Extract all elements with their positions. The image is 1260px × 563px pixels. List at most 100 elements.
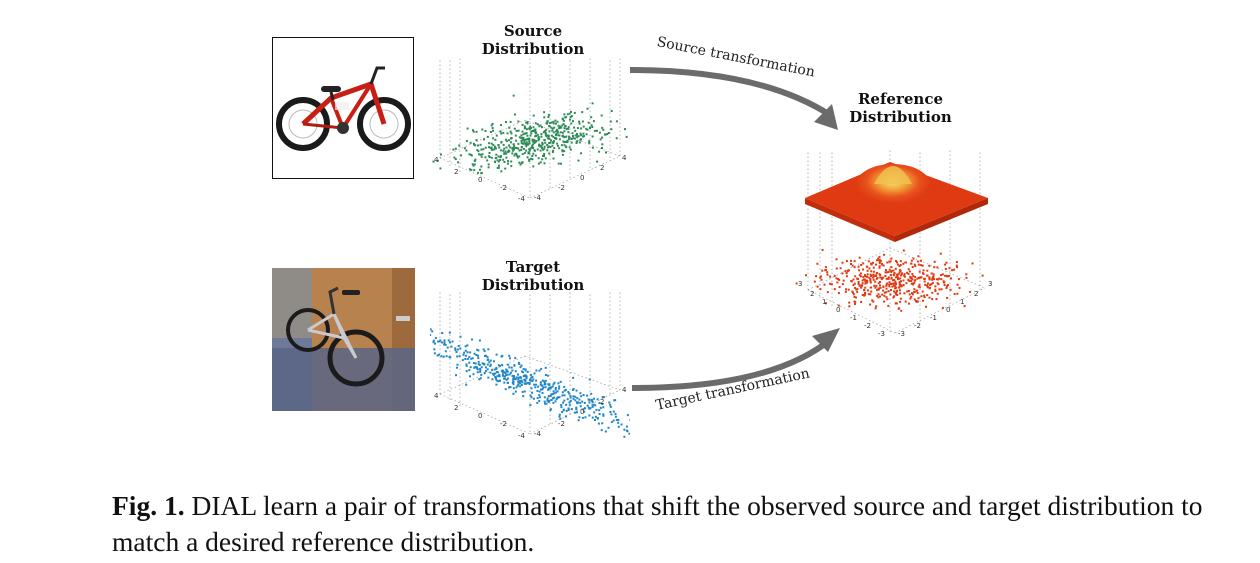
target-scatter-point (590, 392, 593, 395)
reference-scatter-point (956, 266, 958, 269)
reference-scatter-point (883, 300, 886, 303)
target-scatter-point (502, 374, 505, 377)
reference-scatter-point (845, 275, 848, 278)
reference-scatter-point (923, 296, 926, 299)
reference-scatter-point (867, 260, 870, 263)
target-scatter-point (576, 397, 579, 400)
target-scatter-point (568, 401, 571, 404)
target-scatter-point (530, 396, 533, 399)
target-scatter-point (484, 366, 487, 369)
target-scatter-point (517, 378, 520, 381)
reference-scatter-point (895, 293, 898, 296)
target-scatter-point (559, 380, 562, 383)
reference-scatter-point (951, 269, 954, 272)
reference-scatter-point (869, 277, 872, 280)
source-scatter-point (566, 139, 569, 142)
reference-scatter-point (904, 261, 907, 264)
target-scatter-point (539, 388, 542, 391)
reference-scatter-point (932, 275, 935, 278)
reference-scatter-point (880, 262, 883, 265)
source-scatter-point (557, 162, 560, 165)
target-scatter-point (541, 388, 544, 391)
source-scatter-point (541, 141, 544, 144)
source-scatter-point (476, 149, 479, 152)
reference-scatter-point (813, 280, 816, 283)
reference-scatter-point (893, 295, 896, 298)
reference-scatter-point (899, 269, 901, 272)
source-scatter-point (548, 142, 551, 144)
source-scatter-point (473, 163, 476, 166)
source-scatter-point (552, 142, 555, 144)
target-scatter-point (432, 339, 435, 342)
source-scatter-point (572, 137, 575, 140)
source-scatter-point (562, 123, 565, 126)
target-scatter-point (505, 368, 508, 371)
source-scatter-point (551, 151, 554, 153)
reference-scatter-point (950, 277, 952, 280)
reference-scatter-point (956, 292, 959, 295)
target-scatter-point (530, 373, 533, 376)
target-scatter-point (488, 361, 491, 364)
target-scatter-point (591, 416, 594, 419)
source-scatter-point (563, 113, 566, 116)
target-scatter-point (628, 432, 630, 435)
source-scatter-point (568, 112, 571, 115)
target-scatter-point (480, 366, 483, 369)
source-scatter-point (473, 169, 476, 172)
target-scatter-point (517, 376, 520, 379)
reference-scatter-point (916, 300, 919, 303)
source-scatter-point (518, 136, 521, 139)
source-scatter-point (484, 146, 487, 149)
target-scatter-point (534, 386, 537, 389)
target-scatter-point (476, 367, 479, 370)
reference-scatter-point (866, 265, 869, 268)
target-scatter-point (445, 355, 448, 358)
source-scatter-point (562, 118, 564, 121)
target-scatter-point (530, 379, 532, 382)
reference-scatter-point (875, 277, 878, 280)
source-scatter-point (556, 142, 559, 145)
source-scatter-point (489, 146, 492, 149)
reference-scatter-point (897, 307, 900, 310)
target-scatter-point (528, 383, 531, 385)
target-scatter-point (526, 381, 529, 384)
target-scatter-point (529, 394, 532, 397)
target-scatter-point (614, 415, 617, 418)
source-scatter-point (526, 143, 529, 146)
source-scatter-point (477, 144, 479, 147)
source-scatter-point (544, 132, 547, 135)
target-scatter-point (439, 339, 442, 342)
reference-scatter-point (795, 282, 798, 285)
target-bicycle-photo (272, 268, 415, 411)
target-scatter-point (582, 394, 585, 396)
target-scatter-point (557, 396, 559, 399)
source-scatter-point (610, 110, 613, 112)
source-scatter-point (532, 143, 535, 146)
source-scatter-point (561, 135, 564, 137)
reference-scatter-point (854, 300, 857, 303)
target-scatter-point (543, 400, 546, 403)
source-scatter-point (525, 138, 528, 141)
source-scatter-point (491, 122, 494, 125)
target-scatter-point (610, 413, 613, 416)
source-scatter-point (519, 163, 522, 166)
target-scatter-point (512, 377, 515, 380)
source-scatter-point (530, 157, 532, 160)
source-scatter-point (570, 110, 572, 113)
source-scatter-point (540, 133, 543, 136)
reference-scatter-point (926, 285, 929, 288)
target-scatter-point (594, 415, 597, 418)
target-scatter-point (468, 355, 471, 358)
target-scatter-point (591, 398, 593, 401)
reference-scatter-point (858, 274, 861, 277)
source-scatter-point (503, 161, 506, 163)
source-scatter-point (556, 131, 559, 134)
reference-scatter-point (841, 272, 844, 275)
reference-scatter-point (912, 275, 915, 278)
target-scatter-point (512, 379, 515, 382)
reference-scatter-point (944, 274, 947, 277)
target-scatter-point (531, 376, 534, 378)
target-scatter-point (551, 385, 554, 388)
reference-scatter-point (858, 284, 861, 287)
reference-tick-label: 1 (960, 298, 964, 306)
